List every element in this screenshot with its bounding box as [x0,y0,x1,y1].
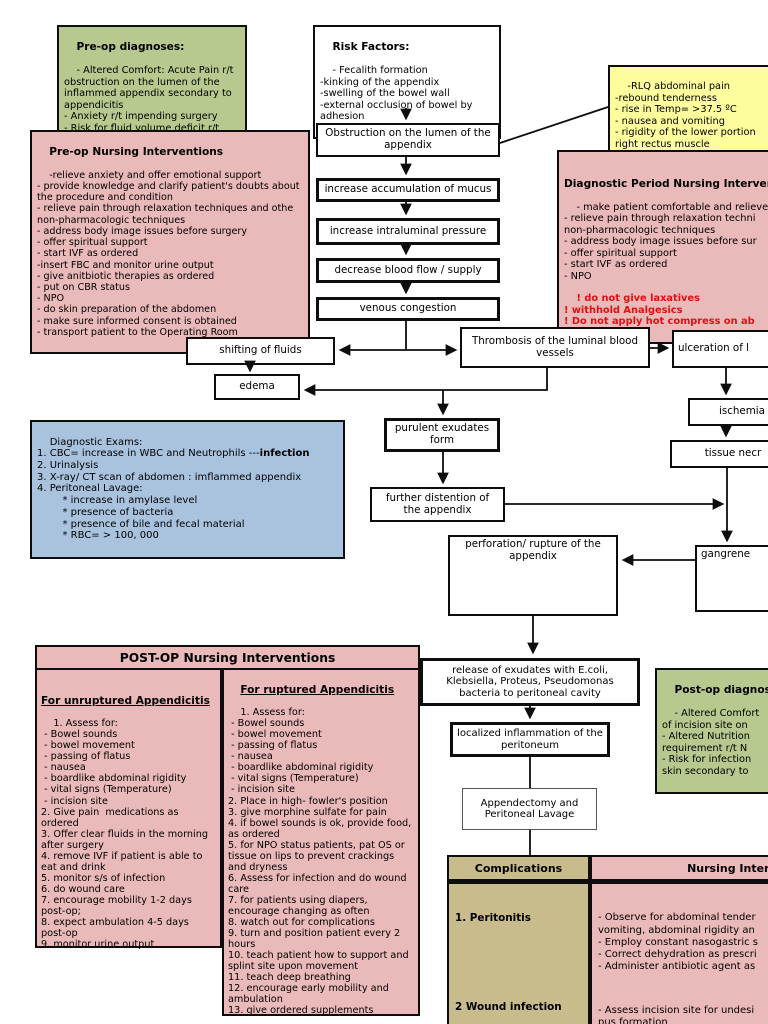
postop-table-title: POST-OP Nursing Interventions [35,645,420,670]
preop-interventions-box: Pre-op Nursing Interventions -relieve an… [30,130,310,355]
postop-diagnoses-box: Post-op diagnoses: - Altered Comfort of … [655,668,768,794]
risk-factors-box: Risk Factors: - Fecalith formation -kink… [313,25,501,140]
flow-blood-flow: decrease blood flow / supply [316,258,500,283]
flow-release-exudates: release of exudates with E.coli, Klebsie… [420,658,640,706]
complication-peritonitis: 1. Peritonitis [455,912,531,925]
flow-ischemia: ischemia [688,398,768,426]
flow-intraluminal-pressure: increase intraluminal pressure [316,218,500,245]
diagnostic-exams-box: Diagnostic Exams: 1. CBC= increase in WB… [30,420,345,559]
symptoms-box: -RLQ abdominal pain -rebound tenderness … [608,65,768,167]
risk-factors-title: Risk Factors: [332,41,410,54]
flow-appendectomy: Appendectomy and Peritoneal Lavage [462,788,597,830]
diagnostic-period-warnings: ! do not give laxatives ! withhold Analg… [564,293,755,328]
flow-perforation: perforation/ rupture of the appendix [448,535,618,616]
complications-header: Complications [447,855,590,881]
flow-purulent-exudates: purulent exudates form [384,418,500,452]
preop-diagnoses-title: Pre-op diagnoses: [76,41,185,54]
flow-obstruction: Obstruction on the lumen of the appendix [316,123,500,157]
flow-venous-congestion: venous congestion [316,297,500,321]
complications-col: 1. Peritonitis 2 Wound infection [447,881,590,1024]
diagnostic-period-interventions-box: Diagnostic Period Nursing Interventions … [557,150,768,345]
preop-interventions-body: -relieve anxiety and offer emotional sup… [37,169,300,338]
diagnostic-exams-infection-bold: infection [259,448,310,460]
complication-wound-infection: 2 Wound infection [455,1001,562,1014]
flow-edema: edema [214,374,300,400]
nursing-interventions-header: Nursing Interventions [590,855,768,881]
postop-diagnoses-body: - Altered Comfort of incision site on - … [662,708,760,777]
flow-shifting-of-fluids: shifting of fluids [186,337,335,365]
postop-diagnoses-title: Post-op diagnoses: [674,684,768,697]
flow-ulceration: ulceration of l [672,330,768,368]
diagnostic-period-title: Diagnostic Period Nursing Interventions [564,177,768,190]
peritonitis-interventions: - Observe for abdominal tender vomiting,… [598,912,759,973]
flow-localized-inflammation: localized inflammation of the peritoneum [450,722,610,757]
diagnostic-exams-line1: Diagnostic Exams: 1. CBC= increase in WB… [37,436,260,460]
unruptured-header: For unruptured Appendicitis [41,695,210,708]
risk-factors-body: - Fecalith formation -kinking of the app… [320,65,473,123]
complications-interventions-col: - Observe for abdominal tender vomiting,… [590,881,768,1024]
flow-tissue-necrosis: tissue necr [670,440,768,468]
flow-gangrene: gangrene [695,545,768,612]
diagnostic-exams-rest: 2. Urinalysis 3. X-ray/ CT scan of abdom… [37,460,302,542]
flow-thrombosis: Thrombosis of the luminal blood vessels [460,327,650,368]
postop-table-ruptured-cell: For ruptured Appendicitis 1. Assess for:… [222,670,420,1016]
connector-thrombosis-edema [303,368,548,396]
wound-infection-interventions: - Assess incision site for undesi pus fo… [598,1004,755,1024]
postop-table-unruptured-cell: For unruptured Appendicitis 1. Assess fo… [35,670,222,951]
ruptured-header: For ruptured Appendicitis [240,684,395,697]
diagnostic-period-body: - make patient comfortable and relieve -… [564,201,768,282]
ruptured-body: 1. Assess for: - Bowel sounds - bowel mo… [228,707,412,1017]
unruptured-body: 1. Assess for: - Bowel sounds - bowel mo… [41,718,209,951]
preop-interventions-title: Pre-op Nursing Interventions [49,146,224,159]
flow-further-distention: further distention of the appendix [370,487,505,522]
connector-obstruction-symptoms-diagonal [499,106,609,144]
flow-mucus: increase accumulation of mucus [316,178,500,202]
symptoms-body: -RLQ abdominal pain -rebound tenderness … [615,81,756,150]
